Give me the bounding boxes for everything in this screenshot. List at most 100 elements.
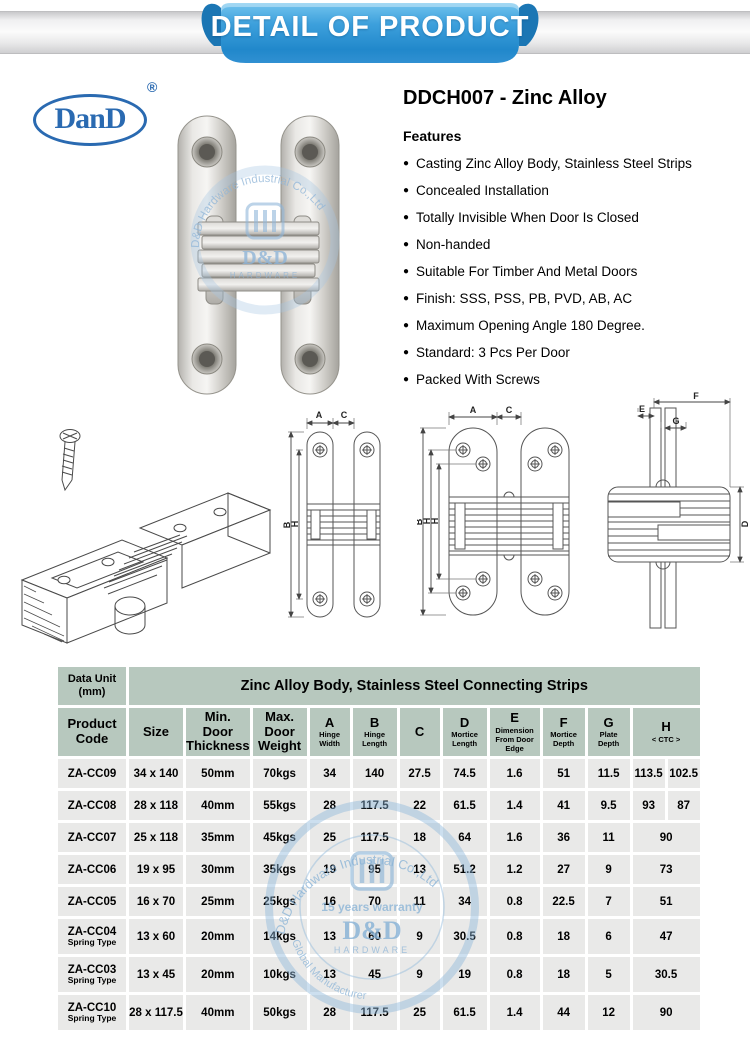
product-code-cell: ZA-CC06 bbox=[58, 855, 126, 884]
dim-f-cell: 51 bbox=[542, 759, 585, 788]
dim-a-cell: 28 bbox=[309, 791, 350, 820]
bullet-icon: ● bbox=[403, 346, 410, 358]
bullet-icon: ● bbox=[403, 184, 410, 196]
dim-c-cell: 27.5 bbox=[399, 759, 440, 788]
svg-text:H: H bbox=[422, 518, 432, 525]
page-title: DETAIL OF PRODUCT bbox=[210, 11, 530, 43]
col-header: Product Code bbox=[58, 708, 126, 756]
spec-row: ZA-CC07 25 x 118 35mm 45kgs 25 117.5 18 … bbox=[58, 823, 700, 852]
dim-e-cell: 1.6 bbox=[489, 759, 540, 788]
table-title-cell: Zinc Alloy Body, Stainless Steel Connect… bbox=[129, 667, 700, 705]
feature-item: ● Suitable For Timber And Metal Doors bbox=[403, 258, 748, 285]
dim-a-cell: 28 bbox=[309, 995, 350, 1030]
max-weight-cell: 10kgs bbox=[252, 957, 307, 992]
dim-b-cell: 45 bbox=[352, 957, 397, 992]
dim-a-cell: 34 bbox=[309, 759, 350, 788]
max-weight-cell: 45kgs bbox=[252, 823, 307, 852]
dim-h-cell: 51 bbox=[632, 887, 700, 916]
spec-row: ZA-CC09 34 x 140 50mm 70kgs 34 140 27.5 … bbox=[58, 759, 700, 788]
dim-e-cell: 1.4 bbox=[489, 995, 540, 1030]
dim-e-cell: 1.4 bbox=[489, 791, 540, 820]
dim-h1-cell: 113.5 bbox=[632, 759, 665, 788]
features-list: ● Casting Zinc Alloy Body, Stainless Stee… bbox=[403, 150, 748, 393]
dim-g-cell: 12 bbox=[587, 995, 630, 1030]
dim-b-cell: 140 bbox=[352, 759, 397, 788]
table-title-row: Data Unit (mm) Zinc Alloy Body, Stainles… bbox=[58, 667, 700, 705]
svg-text:B: B bbox=[417, 518, 424, 525]
dim-h-cell: 90 bbox=[632, 823, 700, 852]
dim-g-cell: 6 bbox=[587, 919, 630, 954]
feature-text: Suitable For Timber And Metal Doors bbox=[416, 264, 638, 279]
feature-item: ●Standard: 3 Pcs Per Door bbox=[403, 339, 748, 366]
dim-g-cell: 5 bbox=[587, 957, 630, 992]
max-weight-cell: 25kgs bbox=[252, 887, 307, 916]
feature-item: ● Totally Invisible When Door Is Closed bbox=[403, 204, 748, 231]
svg-text:A: A bbox=[470, 405, 477, 415]
svg-text:B: B bbox=[283, 521, 292, 528]
dim-b-cell: 60 bbox=[352, 919, 397, 954]
size-cell: 28 x 118 bbox=[129, 791, 183, 820]
bullet-icon: ● bbox=[403, 265, 410, 277]
size-cell: 13 x 60 bbox=[129, 919, 183, 954]
dim-g-cell: 9.5 bbox=[587, 791, 630, 820]
dim-d-cell: 30.5 bbox=[442, 919, 487, 954]
size-cell: 25 x 118 bbox=[129, 823, 183, 852]
dim-e-cell: 0.8 bbox=[489, 887, 540, 916]
max-weight-cell: 35kgs bbox=[252, 855, 307, 884]
feature-item: ● Concealed Installation bbox=[403, 177, 748, 204]
front-view-diagram-small: A C B H bbox=[283, 410, 381, 618]
svg-text:E: E bbox=[639, 404, 645, 414]
dim-f-cell: 44 bbox=[542, 995, 585, 1030]
product-code-cell: ZA-CC09 bbox=[58, 759, 126, 788]
min-thickness-cell: 20mm bbox=[186, 957, 250, 992]
feature-text: Maximum Opening Angle 180 Degree. bbox=[416, 318, 645, 333]
dim-e-cell: 1.6 bbox=[489, 823, 540, 852]
ribbon-banner bbox=[201, 3, 539, 63]
size-cell: 28 x 117.5 bbox=[129, 995, 183, 1030]
dim-d-cell: 64 bbox=[442, 823, 487, 852]
dim-h-cell: 47 bbox=[632, 919, 700, 954]
dim-c-cell: 9 bbox=[399, 919, 440, 954]
dim-d-cell: 19 bbox=[442, 957, 487, 992]
feature-item: ●Finish: SSS, PSS, PB, PVD, AB, AC bbox=[403, 285, 748, 312]
dim-g-cell: 11.5 bbox=[587, 759, 630, 788]
dim-e-cell: 0.8 bbox=[489, 919, 540, 954]
product-code-cell: ZA-CC07 bbox=[58, 823, 126, 852]
size-cell: 13 x 45 bbox=[129, 957, 183, 992]
dim-h2-cell: 102.5 bbox=[667, 759, 700, 788]
dim-f-cell: 22.5 bbox=[542, 887, 585, 916]
product-photo-hinge bbox=[177, 115, 340, 395]
max-weight-cell: 50kgs bbox=[252, 995, 307, 1030]
bullet-icon: ● bbox=[403, 292, 410, 304]
feature-text: Casting Zinc Alloy Body, Stainless Steel… bbox=[416, 156, 692, 171]
feature-item: ●Packed With Screws bbox=[403, 366, 748, 393]
spec-row: ZA-CC06 19 x 95 30mm 35kgs 19 95 13 51.2… bbox=[58, 855, 700, 884]
brand-logo: DanD bbox=[33, 94, 147, 146]
dim-d-cell: 61.5 bbox=[442, 995, 487, 1030]
dim-a-cell: 16 bbox=[309, 887, 350, 916]
dim-a-cell: 25 bbox=[309, 823, 350, 852]
min-thickness-cell: 50mm bbox=[186, 759, 250, 788]
dim-h2-cell: 87 bbox=[667, 791, 700, 820]
dim-f-cell: 36 bbox=[542, 823, 585, 852]
dim-g-cell: 9 bbox=[587, 855, 630, 884]
dim-c-cell: 22 bbox=[399, 791, 440, 820]
size-cell: 19 x 95 bbox=[129, 855, 183, 884]
feature-text: Concealed Installation bbox=[416, 183, 549, 198]
bullet-icon: ● bbox=[403, 211, 410, 223]
dim-f-cell: 18 bbox=[542, 957, 585, 992]
bullet-icon: ● bbox=[403, 319, 410, 331]
table-header-row: Product Code Size Min. Door Thickness Ma… bbox=[58, 708, 700, 756]
col-header: C bbox=[399, 708, 440, 756]
dim-c-cell: 11 bbox=[399, 887, 440, 916]
svg-text:C: C bbox=[506, 405, 513, 415]
dim-a-cell: 19 bbox=[309, 855, 350, 884]
max-weight-cell: 55kgs bbox=[252, 791, 307, 820]
feature-text: Totally Invisible When Door Is Closed bbox=[416, 210, 639, 225]
